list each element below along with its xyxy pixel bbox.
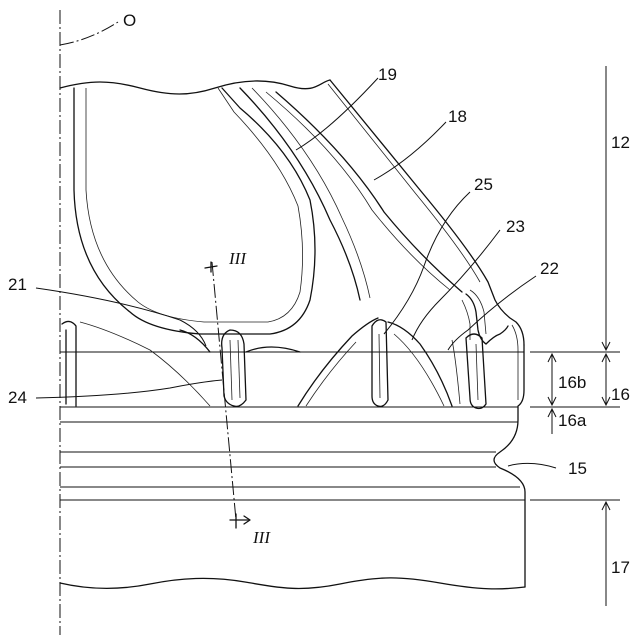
- hub-outer-contour: [328, 80, 525, 587]
- ref-16: 16: [611, 385, 630, 404]
- ref-21: 21: [8, 275, 27, 294]
- ref-12: 12: [611, 133, 630, 152]
- leader-18: [374, 122, 446, 180]
- section-label-top: III: [228, 249, 247, 268]
- fin-22: [452, 334, 486, 409]
- fin-21: [180, 330, 300, 406]
- ref-19: 19: [378, 65, 397, 84]
- ref-22: 22: [540, 259, 559, 278]
- fin-23: [298, 318, 452, 406]
- ref-25: 25: [474, 175, 493, 194]
- top-break-line: [60, 80, 330, 94]
- ref-17: 17: [611, 558, 630, 577]
- ref-16b: 16b: [558, 373, 586, 392]
- leader-21: [36, 288, 206, 346]
- leader-25: [384, 192, 470, 334]
- leader-15: [508, 463, 556, 468]
- hub-cavity: [74, 88, 315, 334]
- leader-lines: [36, 78, 556, 468]
- leader-23: [412, 230, 500, 340]
- ref-18: 18: [448, 107, 467, 126]
- web-19: [240, 88, 462, 300]
- ref-15: 15: [568, 459, 587, 478]
- section-label-bottom: III: [252, 528, 271, 547]
- section-line-iii: III III: [205, 249, 271, 547]
- bottom-break-line: [60, 578, 525, 589]
- ref-24: 24: [8, 388, 27, 407]
- rim-horizontal-lines: [60, 352, 525, 500]
- axis-label-o: O: [123, 11, 136, 30]
- dimension-lines: [530, 66, 620, 606]
- ref-16a: 16a: [558, 411, 587, 430]
- ref-23: 23: [506, 217, 525, 236]
- fin-left-partial: [62, 321, 210, 406]
